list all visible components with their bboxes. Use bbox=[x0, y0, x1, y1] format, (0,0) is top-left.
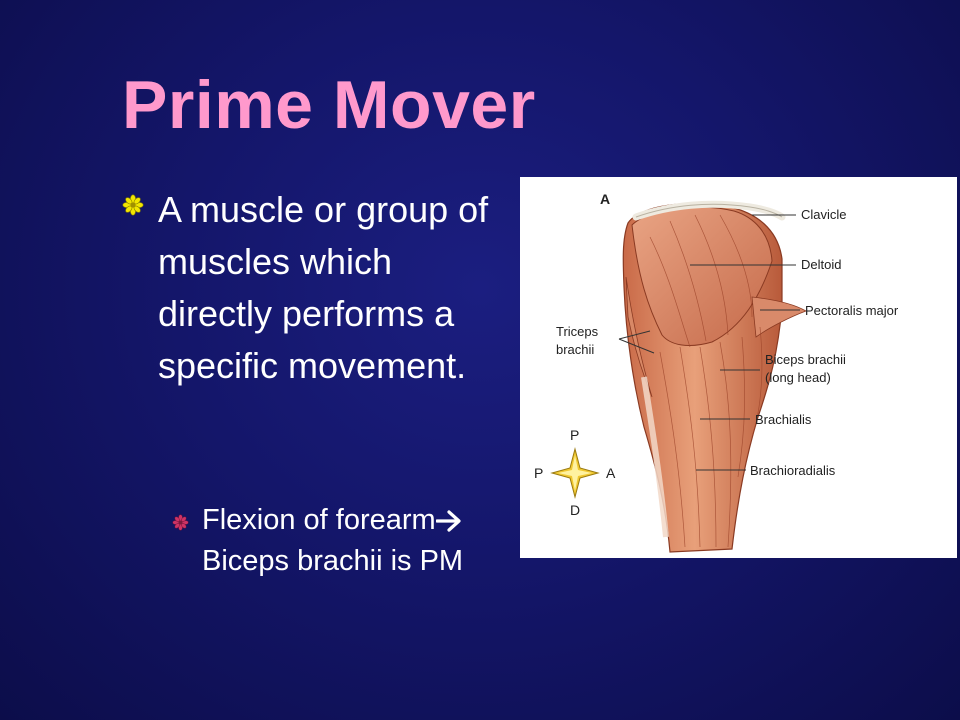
label-brachioradialis: Brachioradialis bbox=[750, 463, 836, 478]
compass-right-label: A bbox=[606, 465, 616, 481]
sub-bullet-prefix: Flexion of forearm bbox=[202, 504, 436, 536]
arm-muscle-illustration: A Clavicle Deltoid Pectoralis major Tric… bbox=[520, 177, 957, 558]
compass-rose-icon bbox=[550, 447, 600, 499]
sub-bullet-text: Flexion of forearmBiceps brachii is PM bbox=[202, 500, 492, 582]
muscle-fibers bbox=[649, 214, 763, 548]
sub-bullet-suffix: Biceps brachii is PM bbox=[202, 545, 464, 577]
compass-bottom-label: D bbox=[570, 502, 580, 518]
label-pectoralis-major: Pectoralis major bbox=[805, 303, 899, 318]
triceps-shape bbox=[625, 276, 653, 398]
label-deltoid: Deltoid bbox=[801, 257, 841, 272]
label-biceps-line2: (long head) bbox=[765, 370, 831, 385]
arm-muscle-drawing: A Clavicle Deltoid Pectoralis major Tric… bbox=[534, 191, 899, 553]
sub-bullet-flower-icon bbox=[172, 514, 189, 531]
label-clavicle: Clavicle bbox=[801, 207, 847, 222]
right-arrow-icon bbox=[435, 510, 461, 532]
tendon-strip bbox=[641, 376, 669, 538]
compass-top-label: P bbox=[570, 427, 579, 443]
bullet-flower-icon bbox=[122, 194, 144, 216]
label-triceps-line2: brachii bbox=[556, 342, 594, 357]
pectoralis-shape bbox=[751, 296, 807, 338]
panel-label-a: A bbox=[600, 191, 610, 207]
leader-lines bbox=[618, 214, 800, 471]
label-brachialis: Brachialis bbox=[755, 412, 812, 427]
label-biceps-line1: Biceps brachii bbox=[765, 352, 846, 367]
compass-left-label: P bbox=[534, 465, 543, 481]
main-bullet-text: A muscle or group of muscles which direc… bbox=[158, 189, 489, 386]
label-triceps-line1: Triceps bbox=[556, 324, 599, 339]
slide-title: Prime Mover bbox=[122, 67, 536, 143]
